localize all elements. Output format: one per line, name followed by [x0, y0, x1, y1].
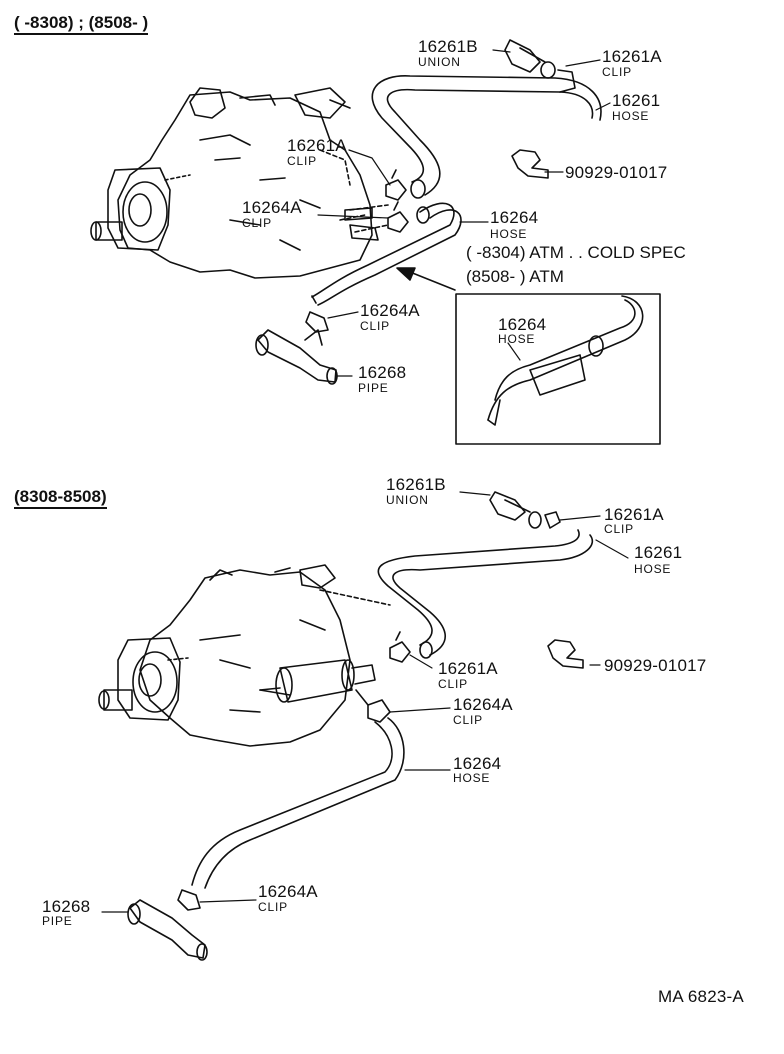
top-clip-264a-number: 16264A — [242, 198, 302, 217]
bottom-clip-264a-number: 16264A — [453, 695, 513, 714]
top-note-line-2: (8508- ) ATM — [466, 267, 564, 286]
bottom-clip-mid-desc: CLIP — [438, 677, 468, 691]
top-hose-16264 — [311, 202, 462, 306]
bottom-clip-264a-low-number: 16264A — [258, 882, 318, 901]
top-clip-264a-low-number: 16264A — [360, 301, 420, 320]
bottom-hose-desc: HOSE — [634, 562, 672, 576]
bottom-hose-number: 16261 — [634, 543, 683, 562]
top-clip-264a-low-desc: CLIP — [360, 319, 390, 333]
top-leader-lines — [317, 49, 611, 377]
top-hose-264-number: 16264 — [490, 208, 539, 227]
bottom-union-desc: UNION — [386, 493, 429, 507]
top-clip-part-number: 90929-01017 — [565, 163, 668, 182]
top-clip-a-desc: CLIP — [602, 65, 632, 79]
bottom-pipe-16268 — [127, 889, 208, 961]
bottom-hose-16264 — [191, 717, 405, 889]
top-section-header: ( -8308) ; (8508- ) — [14, 14, 149, 35]
top-hose-number: 16261 — [612, 91, 661, 110]
top-clip-left-number: 16261A — [287, 136, 347, 155]
inset-hose-number: 16264 — [498, 315, 547, 334]
top-clip-left-desc: CLIP — [287, 154, 317, 168]
top-hose-16261 — [371, 69, 602, 199]
top-pipe-desc: PIPE — [358, 381, 389, 395]
bottom-hose-264-desc: HOSE — [453, 771, 491, 785]
top-union-16261b — [504, 39, 556, 79]
top-union-desc: UNION — [418, 55, 461, 69]
top-pipe-number: 16268 — [358, 363, 407, 382]
top-note-line-1: ( -8304) ATM . . COLD SPEC — [466, 243, 686, 262]
bottom-clip-part-number: 90929-01017 — [604, 656, 707, 675]
bottom-pipe-desc: PIPE — [42, 914, 73, 928]
inset-box — [396, 267, 661, 445]
top-hose-264-desc: HOSE — [490, 227, 528, 241]
bottom-hose-264-number: 16264 — [453, 754, 502, 773]
top-clip-264a-desc: CLIP — [242, 216, 272, 230]
top-pipe-16268 — [255, 311, 338, 385]
bottom-leader-lines — [101, 491, 629, 913]
bottom-hose-16261 — [377, 529, 594, 659]
bottom-union-number: 16261B — [386, 475, 446, 494]
top-clip-a-number: 16261A — [602, 47, 662, 66]
top-hose-desc: HOSE — [612, 109, 650, 123]
top-injection-pump — [90, 87, 379, 279]
bottom-solenoid — [259, 659, 376, 706]
bottom-clip-90929 — [547, 639, 584, 669]
bottom-clips — [367, 511, 561, 723]
diagram-code: MA 6823-A — [658, 987, 744, 1006]
bottom-clip-mid-number: 16261A — [438, 659, 498, 678]
bottom-clip-a-desc: CLIP — [604, 522, 634, 536]
mid-section-header: (8308-8508) — [14, 488, 107, 509]
bottom-injection-pump — [98, 564, 391, 747]
inset-hose-desc: HOSE — [498, 332, 536, 346]
bottom-clip-a-number: 16261A — [604, 505, 664, 524]
bottom-pipe-number: 16268 — [42, 897, 91, 916]
top-union-number: 16261B — [418, 37, 478, 56]
bottom-clip-264a-desc: CLIP — [453, 713, 483, 727]
bottom-union-16261b — [489, 491, 542, 529]
bottom-clip-264a-low-desc: CLIP — [258, 900, 288, 914]
top-clip-90929 — [511, 149, 549, 179]
top-clips-16261a-16264a — [349, 169, 409, 233]
